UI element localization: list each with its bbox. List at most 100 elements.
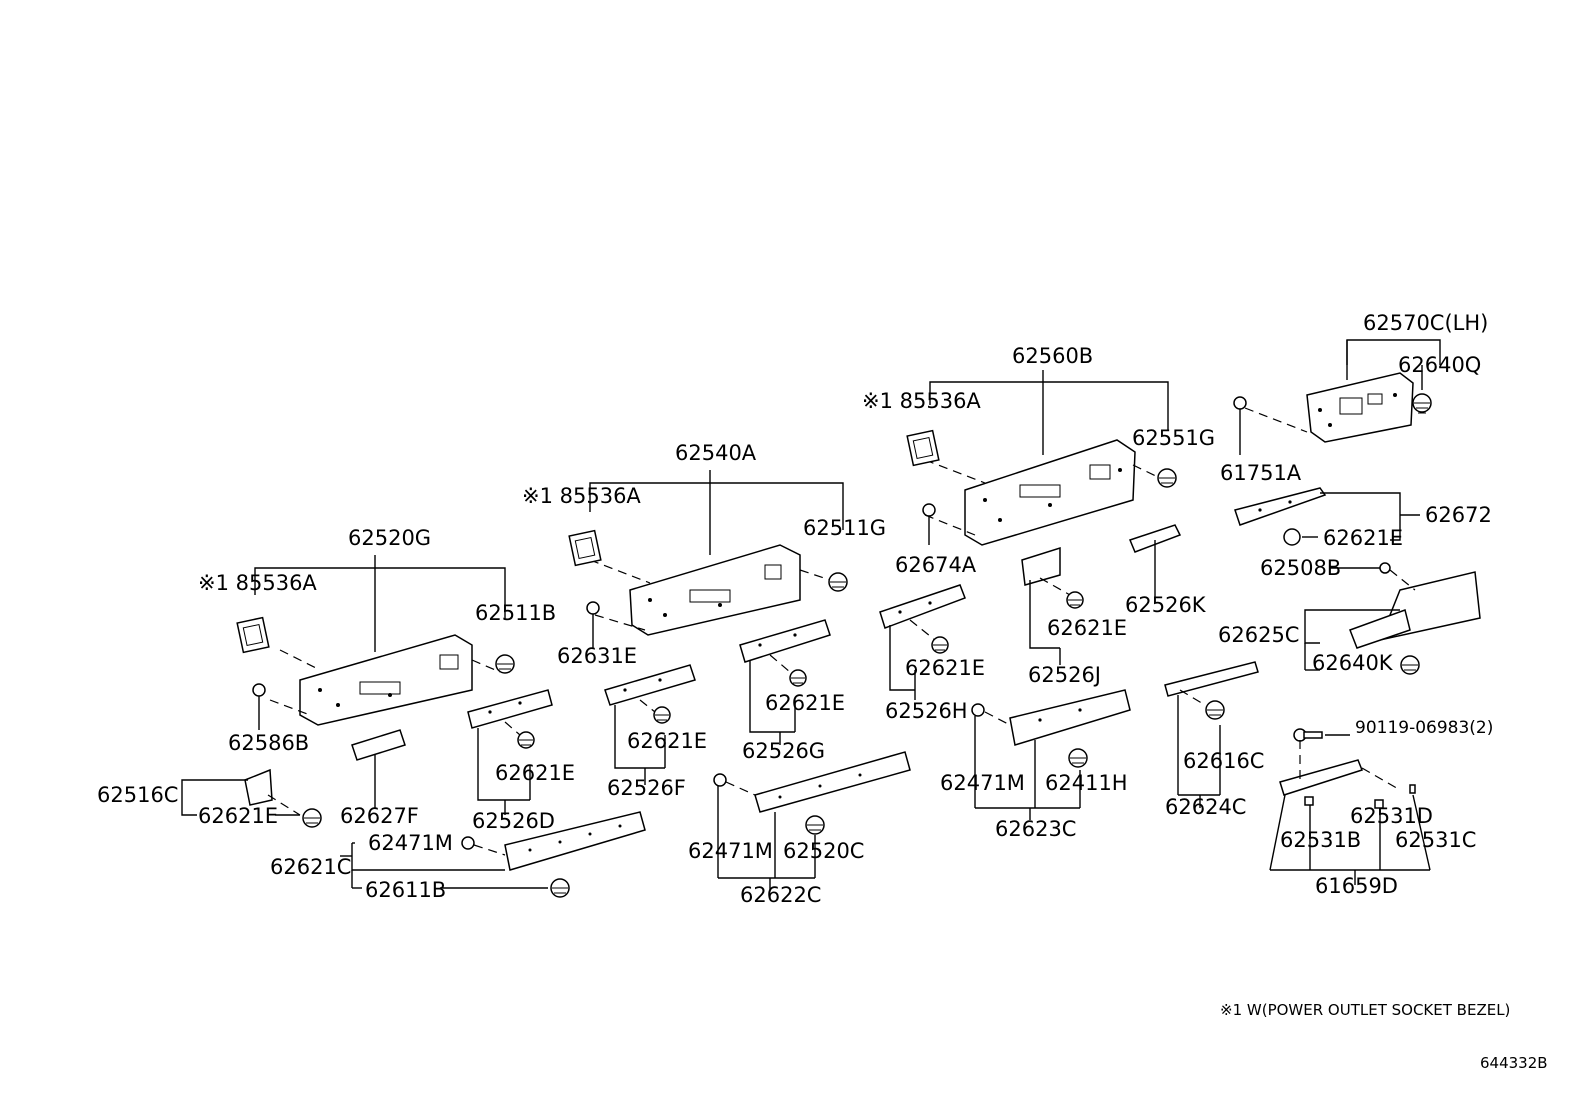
socket-bezel-icon [906, 429, 940, 467]
bracket-62526D [467, 689, 553, 729]
label-61659D: 61659D [1315, 874, 1398, 898]
label-62640Q: 62640Q [1398, 353, 1481, 377]
bracket-62526K [1128, 524, 1182, 553]
label-62411H: 62411H [1045, 771, 1128, 795]
screw-icon [1293, 728, 1323, 742]
group-62570C [1233, 339, 1441, 455]
label-62520C: 62520C [783, 839, 864, 863]
group-62526G [739, 619, 831, 745]
label-62621E-62526D: 62621E [495, 761, 575, 785]
label-61751A: 61751A [1220, 461, 1302, 485]
strip-62624C [1164, 661, 1259, 697]
clip-icon [828, 572, 848, 592]
label-62526G: 62526G [742, 739, 825, 763]
label-62531D: 62531D [1350, 804, 1433, 828]
group-62621C [340, 811, 646, 898]
panel-62560B [964, 439, 1136, 546]
bolt-icon [252, 683, 266, 697]
clip-icon [1066, 591, 1084, 609]
bolt-icon [1233, 396, 1247, 410]
label-62625C: 62625C [1218, 623, 1299, 647]
bracket-62526H [879, 584, 966, 629]
bracket-62526F [604, 664, 696, 706]
bracket-62526G [739, 619, 831, 663]
group-62526K [1128, 524, 1182, 598]
label-62616C: 62616C [1183, 749, 1264, 773]
clip-icon [931, 636, 949, 654]
clip-icon [789, 669, 807, 687]
label-62511G: 62511G [803, 516, 886, 540]
label-62516C: 62516C [97, 783, 178, 807]
label-62531C: 62531C [1395, 828, 1476, 852]
group-62520G [236, 555, 515, 730]
clip-icon [302, 808, 322, 828]
group-62540A [568, 470, 848, 648]
label-62672: 62672 [1425, 503, 1492, 527]
group-62622C [713, 751, 911, 890]
group-62526D [467, 689, 553, 815]
group-62526F [604, 664, 696, 785]
clip-icon [1283, 528, 1301, 546]
label-62621E-62526H: 62621E [905, 656, 985, 680]
label-62471M-left: 62471M [368, 831, 453, 855]
group-62560B [906, 370, 1177, 546]
label-62520G: 62520G [348, 526, 431, 550]
group-62526J [1021, 546, 1084, 665]
label-85536A-left: ※1 85536A [198, 571, 317, 595]
label-85536A-middle: ※1 85536A [522, 484, 641, 508]
label-62621E-62672: 62621E [1323, 526, 1403, 550]
bracket-62672 [1234, 487, 1327, 526]
panel-62570C [1306, 372, 1414, 443]
label-62560B: 62560B [1012, 344, 1093, 368]
group-62526H [879, 584, 966, 700]
label-62611B: 62611B [365, 878, 446, 902]
clip-icon [517, 731, 535, 749]
label-62586B: 62586B [228, 731, 309, 755]
label-62674A: 62674A [895, 553, 977, 577]
label-62551G: 62551G [1132, 426, 1215, 450]
part-labels: 62570C(LH) 62640Q 61751A 62560B ※1 85536… [97, 311, 1493, 907]
strip-62621C [504, 811, 646, 871]
diagram-id: 644332B [1480, 1054, 1548, 1072]
label-62508B: 62508B [1260, 556, 1341, 580]
group-62625C [1304, 562, 1481, 675]
label-62526J: 62526J [1028, 663, 1101, 687]
label-62640K: 62640K [1312, 651, 1394, 675]
label-62631E: 62631E [557, 644, 637, 668]
label-62526D: 62526D [472, 809, 555, 833]
bracket-62516C [244, 768, 273, 806]
group-62516C [181, 768, 322, 828]
footnote: ※1 W(POWER OUTLET SOCKET BEZEL) [1220, 1001, 1510, 1019]
label-62540A: 62540A [675, 441, 757, 465]
socket-bezel-icon [236, 616, 270, 654]
clip-icon [550, 878, 570, 898]
clip-icon [495, 654, 515, 674]
label-62526F: 62526F [607, 776, 686, 800]
label-62526H: 62526H [885, 699, 968, 723]
label-62471M-right: 62471M [940, 771, 1025, 795]
panel-62623C [1009, 689, 1131, 746]
label-62471M-middle: 62471M [688, 839, 773, 863]
clip-icon [653, 706, 671, 724]
label-62621E-62526J: 62621E [1047, 616, 1127, 640]
group-61659D [1269, 728, 1431, 885]
label-62621E-62526F: 62621E [627, 729, 707, 753]
label-62627F: 62627F [340, 804, 419, 828]
clip-icon [1205, 700, 1225, 720]
clip-icon [1412, 393, 1432, 414]
panel-62520G [299, 634, 473, 726]
label-62531B: 62531B [1280, 828, 1361, 852]
bracket-61659D [1279, 759, 1363, 796]
bracket-62640K [1349, 609, 1411, 649]
group-62624C [1164, 661, 1259, 808]
label-62624C: 62624C [1165, 795, 1246, 819]
label-62570C: 62570C(LH) [1363, 311, 1488, 335]
clip-icon [1400, 655, 1420, 675]
bracket-62627F [351, 729, 406, 761]
label-62621E-62516C: 62621E [198, 804, 278, 828]
clip-icon [1157, 468, 1177, 488]
group-62672 [1234, 487, 1420, 546]
label-62511B: 62511B [475, 601, 556, 625]
strip-62622C [754, 751, 911, 813]
